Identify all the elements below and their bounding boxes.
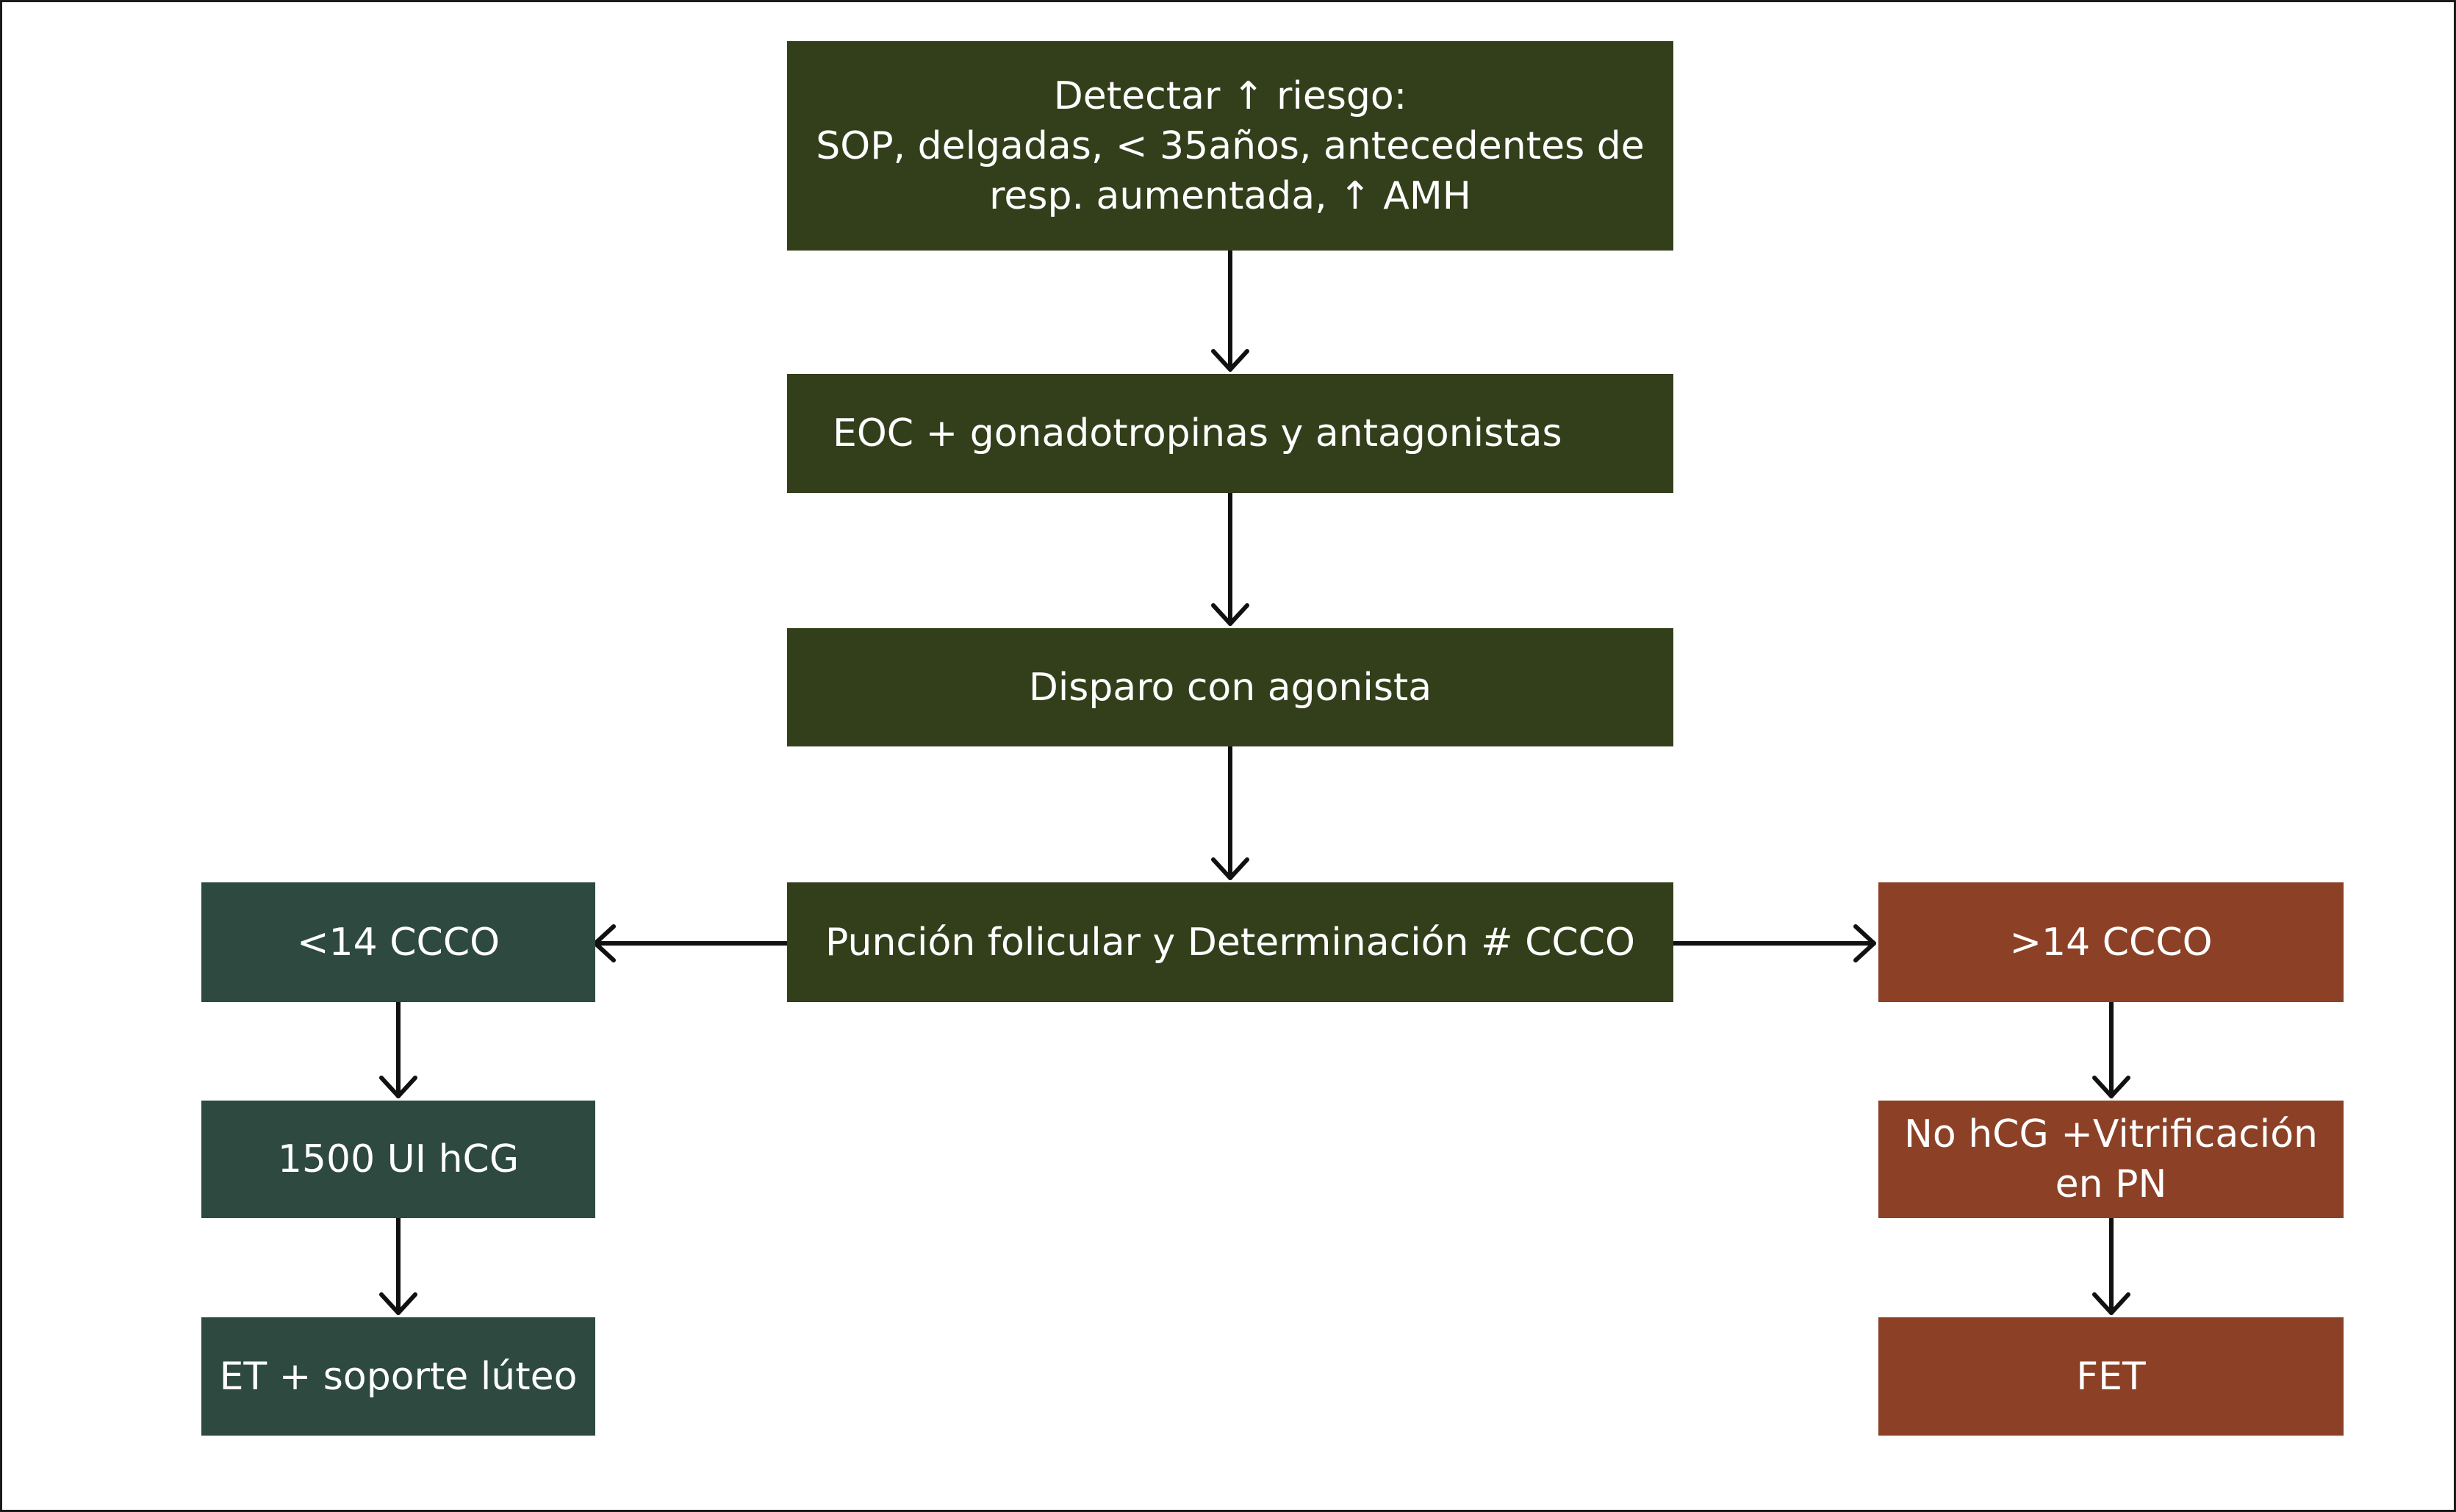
box-eoc-label: EOC + gonadotropinas y antagonistas	[833, 411, 1562, 456]
box-puncture-label: Punción folicular y Determinación # CCCO	[825, 920, 1635, 965]
box-fet-label: FET	[2076, 1354, 2146, 1399]
box-gt14-label: >14 CCCO	[2009, 920, 2213, 965]
arrow-puncture-to-lt14	[593, 924, 789, 962]
arrow-nohcg-to-fet	[2092, 1216, 2130, 1315]
box-lt14-label: <14 CCCO	[296, 920, 500, 965]
box-et-luteal-support: ET + soporte lúteo	[201, 1317, 595, 1436]
box-trigger: Disparo con agonista	[787, 628, 1673, 746]
box-eoc: EOC + gonadotropinas y antagonistas	[787, 374, 1673, 493]
box-lt14: <14 CCCO	[201, 882, 595, 1002]
box-hcg1500: 1500 UI hCG	[201, 1101, 595, 1218]
box-hcg1500-label: 1500 UI hCG	[277, 1137, 520, 1181]
box-detect-risk-label: Detectar ↑ riesgo: SOP, delgadas, < 35añ…	[816, 73, 1645, 218]
arrow-hcg1500-to-et	[379, 1216, 417, 1315]
box-et-luteal-support-label: ET + soporte lúteo	[219, 1354, 578, 1399]
box-no-hcg-vitrification-label: No hCG +Vitrificación en PN	[1903, 1112, 2318, 1206]
arrow-gt14-to-nohcg	[2092, 1000, 2130, 1098]
box-no-hcg-vitrification: No hCG +Vitrificación en PN	[1878, 1101, 2344, 1218]
box-fet: FET	[1878, 1317, 2344, 1436]
box-puncture: Punción folicular y Determinación # CCCO	[787, 882, 1673, 1002]
box-detect-risk: Detectar ↑ riesgo: SOP, delgadas, < 35añ…	[787, 41, 1673, 251]
box-trigger-label: Disparo con agonista	[1028, 665, 1432, 710]
arrow-puncture-to-gt14	[1671, 924, 1876, 962]
arrow-eoc-to-trigger	[1211, 491, 1249, 626]
arrow-trigger-to-puncture	[1211, 744, 1249, 880]
arrow-detect-to-eoc	[1211, 248, 1249, 372]
arrow-lt14-to-hcg1500	[379, 1000, 417, 1098]
box-gt14: >14 CCCO	[1878, 882, 2344, 1002]
